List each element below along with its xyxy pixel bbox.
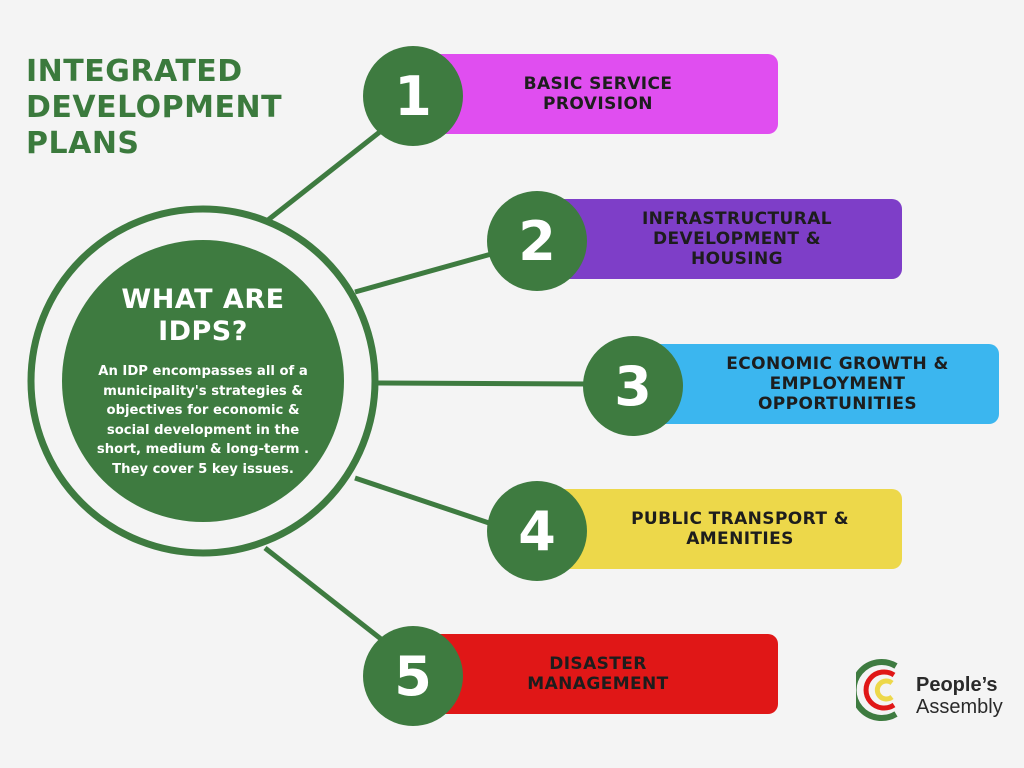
center-circle: WHAT ARE IDPS? An IDP encompasses all of… (62, 240, 344, 522)
item-5-box: DISASTER MANAGEMENT (418, 634, 778, 714)
item-1-label-line-1: BASIC SERVICE (523, 74, 673, 94)
connector-1 (266, 118, 397, 222)
item-4-label-line-2: AMENITIES (686, 529, 794, 549)
logo-line-2: Assembly (916, 696, 1003, 718)
connector-5 (263, 546, 397, 652)
connector-3 (377, 380, 591, 387)
item-2-label-line-1: INFRASTRUCTURAL (641, 209, 833, 229)
peoples-assembly-logo: People’s Assembly (850, 658, 1016, 722)
center-description: An IDP encompasses all of a municipality… (96, 364, 310, 477)
item-3-label-line-3: OPPORTUNITIES (757, 394, 918, 414)
item-4-number: 4 (487, 481, 587, 581)
center-heading: WHAT ARE IDPS? (121, 284, 285, 347)
item-2-box: INFRASTRUCTURAL DEVELOPMENT & HOUSING (538, 199, 902, 279)
item-1-box: BASIC SERVICE PROVISION (418, 54, 778, 134)
item-2-number: 2 (487, 191, 587, 291)
item-1-number: 1 (363, 46, 463, 146)
item-3-label-line-2: EMPLOYMENT (769, 374, 906, 394)
item-5-label-line-2: MANAGEMENT (527, 674, 669, 694)
item-3-number: 3 (583, 336, 683, 436)
item-4-box: PUBLIC TRANSPORT & AMENITIES (538, 489, 902, 569)
item-3-box: ECONOMIC GROWTH & EMPLOYMENT OPPORTUNITI… (636, 344, 999, 424)
item-2-label-line-3: HOUSING (690, 249, 784, 269)
title-line-1: INTEGRATED (26, 54, 243, 89)
peoples-assembly-logo-icon (850, 659, 898, 721)
item-5-number: 5 (363, 626, 463, 726)
item-2-label-line-2: DEVELOPMENT & (653, 229, 821, 249)
connector-2 (354, 250, 496, 295)
title-line-3: PLANS (26, 126, 140, 161)
item-1-label-line-2: PROVISION (543, 94, 653, 114)
item-5-label-line-1: DISASTER (549, 654, 647, 674)
connector-4 (354, 475, 496, 528)
outer-ring (27, 205, 379, 557)
item-4-label-line-1: PUBLIC TRANSPORT & (631, 509, 849, 529)
page-title: INTEGRATED DEVELOPMENT PLANS (26, 54, 326, 162)
title-line-2: DEVELOPMENT (26, 90, 283, 125)
logo-line-1: People’s (916, 674, 998, 696)
item-3-label-line-1: ECONOMIC GROWTH & (726, 354, 949, 374)
